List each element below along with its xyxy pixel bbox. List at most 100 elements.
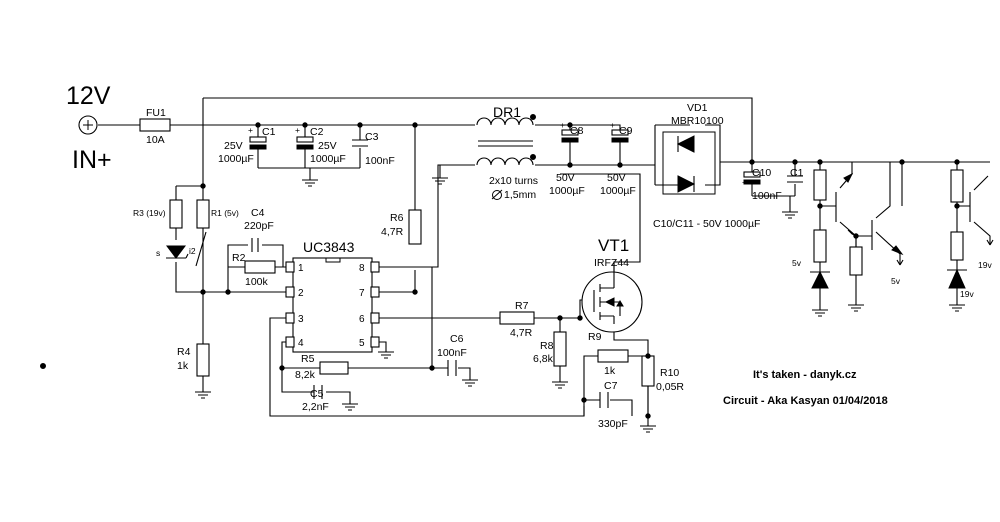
r9-value: 1k — [604, 365, 616, 377]
c1-voltage: 25V — [224, 140, 243, 152]
r7-ref: R7 — [515, 300, 529, 312]
c1b-ref: C1 — [790, 167, 804, 179]
ground-icon — [195, 391, 211, 399]
output-label-3: 19v — [960, 289, 974, 299]
resistor-r7 — [499, 311, 535, 325]
supply-voltage-label: 12V — [66, 82, 111, 110]
inductor-dr1 — [476, 114, 536, 166]
capacitor-c9 — [611, 129, 629, 136]
dr1-ref: DR1 — [493, 104, 521, 120]
ground-icon — [432, 177, 448, 185]
ic-pin-8: 8 — [359, 263, 365, 274]
resistor-r10 — [641, 355, 655, 387]
transistor-base-lines — [835, 192, 971, 250]
capacitor-c6 — [447, 360, 457, 376]
c4-value: 220pF — [244, 220, 274, 232]
c8-plus: + — [560, 120, 565, 130]
vt1-ref: VT1 — [598, 236, 629, 255]
resistor-r1 — [196, 199, 210, 229]
c2-capacitance: 1000µF — [310, 153, 346, 165]
dr1-turns: 2x10 turns — [489, 175, 538, 187]
resistor-out-b — [813, 229, 827, 263]
r2-value: 100k — [245, 276, 269, 288]
resistor-out-a — [813, 169, 827, 201]
fu1-ref: FU1 — [146, 107, 166, 119]
c8-capacitance: 1000µF — [549, 185, 585, 197]
transistor-arrows — [843, 172, 904, 256]
vd1-ref: VD1 — [687, 102, 708, 114]
zener-diode-19v — [948, 268, 966, 289]
credit-line-1: It's taken - danyk.cz — [753, 369, 857, 381]
output-label-2: 5v — [891, 276, 901, 286]
junction-dots — [200, 122, 960, 419]
r6-ref: R6 — [390, 212, 404, 224]
ic-pin-3: 3 — [298, 314, 304, 325]
ground-icon — [552, 381, 568, 389]
vt1-part: IRFZ44 — [594, 257, 629, 269]
resistor-r4 — [196, 343, 210, 377]
c1-ref: C1 — [262, 126, 276, 138]
c9-capacitance: 1000µF — [600, 185, 636, 197]
r3-ref: R3 (19v) — [133, 208, 166, 218]
ic-pin-7: 7 — [359, 288, 365, 299]
ground-icon — [462, 379, 478, 387]
capacitor-c1 — [249, 136, 267, 143]
r8-value: 6,8k — [533, 353, 554, 365]
tl431-regulator — [166, 245, 189, 259]
c10-c11-note: C10/C11 - 50V 1000µF — [653, 218, 760, 230]
resistor-r9 — [597, 349, 629, 363]
resistor-out-c — [849, 246, 863, 276]
ground-icon — [378, 351, 394, 359]
ic-pin-6: 6 — [359, 314, 365, 325]
ic-pin-2: 2 — [298, 288, 304, 299]
fu1-value: 10A — [146, 134, 165, 146]
ic-pin-boxes — [285, 261, 380, 348]
resistor-r6 — [408, 209, 422, 245]
c9-plus: + — [610, 120, 615, 130]
r4-ref: R4 — [177, 346, 191, 358]
ic-part: UC3843 — [303, 239, 355, 255]
dr1-wire: 1,5mm — [504, 189, 536, 201]
r6-value: 4,7R — [381, 226, 404, 238]
c8-voltage: 50V — [556, 172, 575, 184]
ground-icon — [640, 425, 656, 433]
r1-ref: R1 (5v) — [211, 208, 239, 218]
ic-pin-4: 4 — [298, 338, 304, 349]
resistor-r2 — [244, 260, 276, 274]
r8-ref: R8 — [540, 340, 554, 352]
switch-icon[interactable] — [195, 231, 207, 267]
c2-plus: + — [295, 125, 300, 135]
capacitor-c3 — [352, 139, 368, 147]
c1-plus: + — [248, 125, 253, 135]
mosfet-vt1 — [581, 262, 643, 333]
ic-uc3843 — [292, 257, 373, 353]
c5-value: 2,2nF — [302, 401, 329, 413]
ground-icon — [812, 304, 965, 317]
capacitor-c7 — [599, 392, 609, 408]
fuse-fu1 — [139, 118, 171, 132]
output-arrow-icon — [896, 239, 994, 266]
c9-voltage: 50V — [607, 172, 626, 184]
c10-value: 100nF — [752, 190, 782, 202]
output-label-4: 19v — [978, 260, 992, 270]
tl431-pin-2: i2 — [189, 246, 196, 256]
c6-value: 100nF — [437, 347, 467, 359]
component-symbols — [40, 114, 994, 433]
c9-ref: C9 — [619, 125, 633, 137]
c6-ref: C6 — [450, 333, 464, 345]
r2-ref: R2 — [232, 252, 246, 264]
labels: 12V IN+ FU1 10A + C1 25V 1000µF + C2 25V… — [66, 82, 992, 430]
r4-value: 1k — [177, 360, 189, 372]
r9-ref: R9 — [588, 331, 602, 343]
credit-line-2: Circuit - Aka Kasyan 01/04/2018 — [723, 395, 888, 407]
resistor-out-d — [950, 169, 964, 203]
output-label-1: 5v — [792, 258, 802, 268]
r5-value: 8,2k — [295, 369, 316, 381]
c5-ref: C5 — [310, 388, 324, 400]
supply-input-label: IN+ — [72, 146, 112, 174]
resistor-out-e — [950, 231, 964, 261]
c10-plus: + — [742, 177, 747, 187]
resistor-r3 — [169, 199, 183, 229]
ground-icon — [302, 179, 318, 187]
